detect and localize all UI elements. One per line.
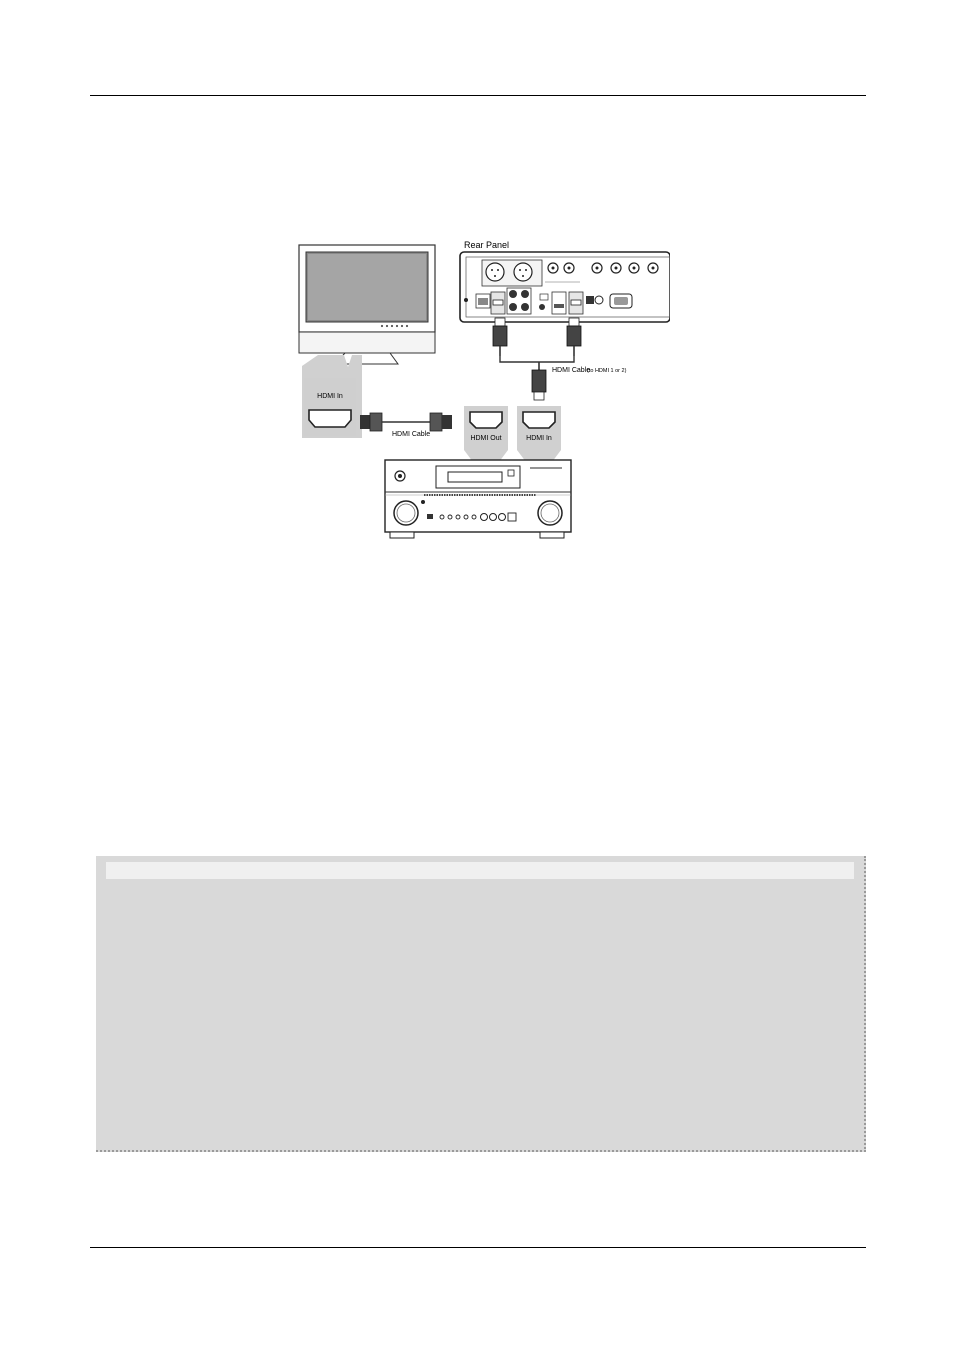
note-header-bar (106, 862, 854, 879)
television (298, 244, 436, 365)
cable-player-label: HDMI Cable (552, 367, 590, 374)
receiver-hdmi-in-port: HDMI In (517, 406, 561, 466)
receiver-hdmi-in-label: HDMI In (526, 435, 552, 442)
receiver-hdmi-out-port: HDMI Out (464, 406, 508, 466)
player-hdmi-plugs (492, 317, 582, 401)
cable-tv-label: HDMI Cable (392, 431, 430, 438)
hdmi-connection-diagram: HDMI In HDMI Cable Rear Panel (290, 230, 670, 542)
note-box (96, 856, 866, 1152)
tv-hdmi-in-label: HDMI In (317, 393, 343, 400)
hdmi-cable-tv: HDMI Cable (360, 412, 452, 438)
header-rule (90, 95, 866, 96)
rear-panel-label: Rear Panel (464, 240, 509, 250)
footer-rule (90, 1247, 866, 1248)
tv-hdmi-in-port: HDMI In (302, 355, 362, 438)
player-rear-panel (459, 251, 670, 323)
av-receiver (384, 459, 572, 539)
receiver-hdmi-out-label: HDMI Out (470, 435, 501, 442)
cable-player-sublabel: (to HDMI 1 or 2) (587, 368, 627, 374)
